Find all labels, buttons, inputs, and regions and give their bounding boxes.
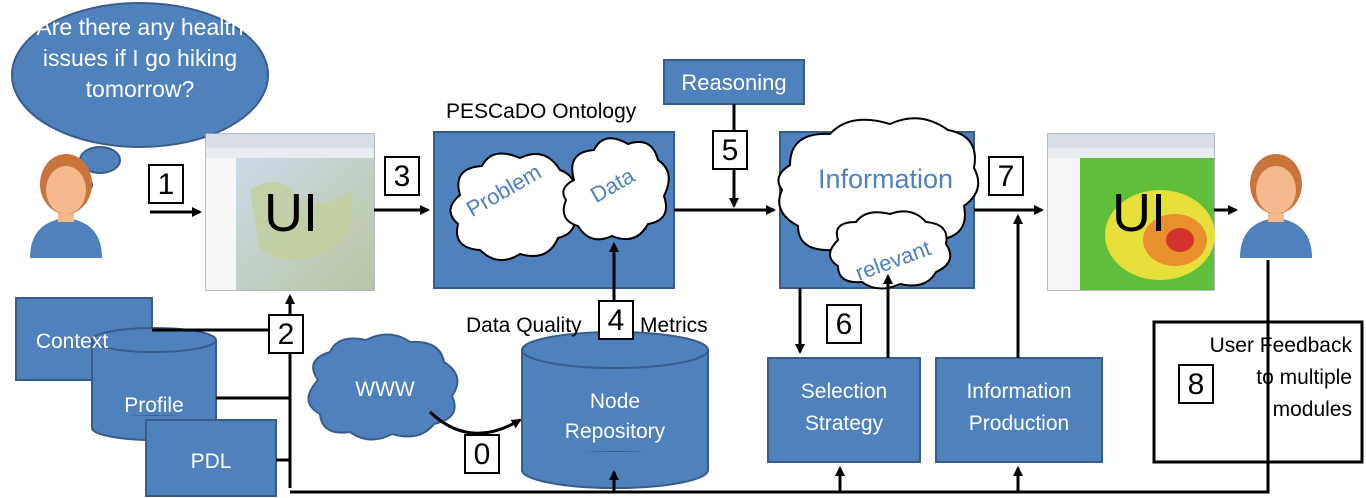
node-repository-cylinder: [521, 331, 709, 489]
selection-strategy-line-2: Strategy: [804, 412, 884, 435]
reasoning-box: [663, 59, 805, 105]
user-feedback-line-3: modules: [1272, 398, 1352, 421]
step-7: 7: [988, 156, 1024, 196]
pdl-box: [145, 419, 277, 497]
selection-strategy-box: [767, 357, 921, 463]
thought-bubble: [11, 2, 269, 193]
ontology-title: PESCaDO Ontology: [446, 100, 637, 123]
pdl-label: PDL: [190, 450, 232, 473]
node-repository-line-1: Node: [589, 390, 641, 413]
bottom-bus: [290, 260, 1270, 494]
relevant-cloud: [829, 210, 952, 290]
step-5: 5: [712, 130, 748, 170]
step-6: 6: [826, 304, 862, 344]
problem-cloud: [449, 152, 576, 261]
ui-screenshot-right: [1047, 133, 1215, 291]
www-cloud: [307, 333, 459, 441]
step-0: 0: [464, 434, 500, 474]
thought-bubble-line-3: tomorrow?: [85, 76, 195, 102]
step-1: 1: [148, 164, 184, 204]
ui-screenshot-left: [205, 133, 375, 291]
selection-strategy-line-1: Selection: [800, 380, 888, 403]
step-3: 3: [384, 156, 420, 196]
www-label: WWW: [355, 378, 415, 401]
metrics-label: Metrics: [640, 314, 708, 337]
user-feedback-line-1: User Feedback: [1209, 334, 1352, 357]
step-4: 4: [598, 300, 634, 340]
data-quality-label: Data Quality: [466, 314, 582, 337]
information-production-line-1: Information: [966, 380, 1072, 403]
information-production-box: [935, 357, 1103, 463]
step-8: 8: [1178, 364, 1214, 404]
thought-bubble-line-1: Are there any health: [36, 14, 244, 40]
user-feedback-line-2: to multiple: [1256, 366, 1352, 389]
node-repository-line-2: Repository: [564, 420, 666, 443]
information-production-line-2: Production: [968, 412, 1070, 435]
user-avatar-left: [30, 154, 102, 258]
data-cloud: [562, 137, 670, 241]
ui-label-left: UI: [264, 183, 318, 243]
arrow-0: [428, 410, 522, 435]
profile-label: Profile: [124, 394, 184, 417]
information-label: Information: [818, 164, 954, 194]
thought-bubble-line-2: issues if I go hiking: [42, 45, 238, 71]
context-label: Context: [35, 330, 109, 353]
user-avatar-right: [1240, 154, 1312, 258]
reasoning-label: Reasoning: [681, 70, 787, 95]
ui-label-right: UI: [1112, 183, 1166, 243]
step-2: 2: [268, 314, 304, 354]
